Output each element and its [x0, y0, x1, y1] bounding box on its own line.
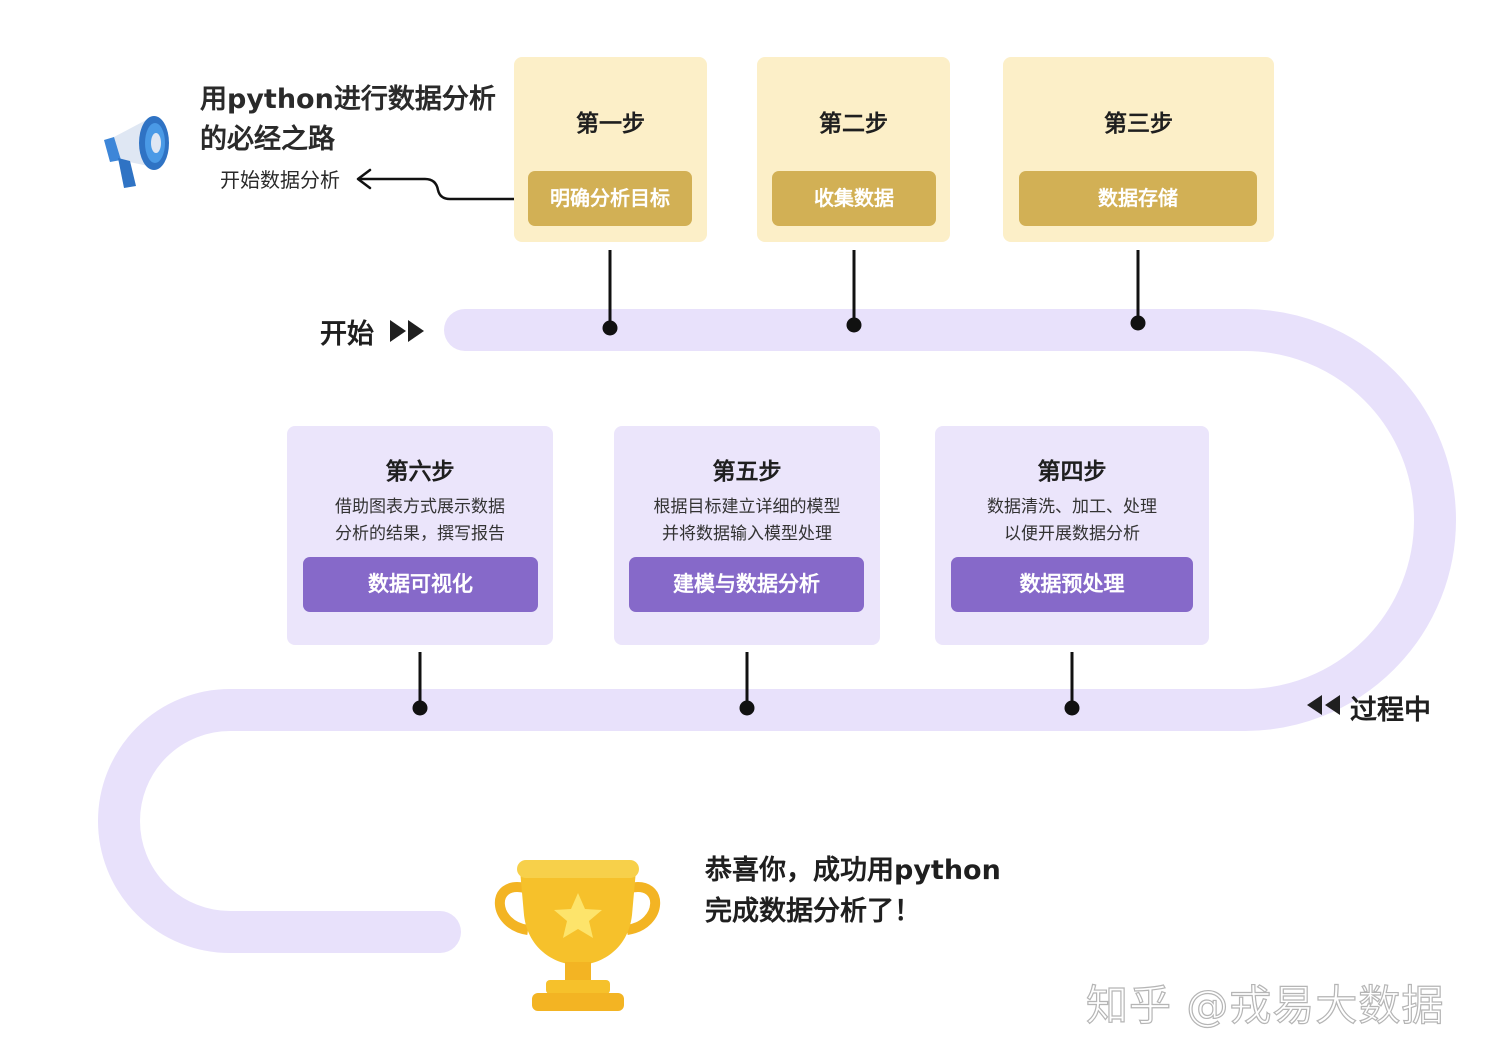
fast-forward-icon [390, 320, 424, 342]
connector-step-3 [1130, 250, 1146, 331]
step-title: 第二步 [819, 111, 888, 137]
step-card-3: 第三步 数据存储 [1003, 57, 1274, 242]
road-path [98, 309, 1456, 953]
start-label: 开始 [320, 319, 374, 350]
connector-step-5 [739, 652, 755, 716]
start-subtitle: 开始数据分析 [220, 168, 340, 192]
arrow-left-icon [360, 177, 523, 201]
step-description: 根据目标建立详细的模型 并将数据输入模型处理 [614, 494, 880, 548]
step-title: 第六步 [385, 459, 455, 485]
connector-step-1 [602, 250, 618, 336]
step-action-button[interactable]: 建模与数据分析 [629, 557, 864, 612]
step-action-button[interactable]: 数据可视化 [303, 557, 538, 612]
connector-step-6 [412, 652, 428, 716]
step-card-1: 第一步 明确分析目标 [514, 57, 707, 242]
step-description-line: 以便开展数据分析 [1004, 524, 1140, 544]
star-icon [554, 893, 602, 938]
step-title: 第三步 [1104, 111, 1173, 137]
connector-step-2 [846, 250, 862, 333]
page-title: 用python进行数据分析的必经之路 [200, 84, 496, 155]
step-description-line: 并将数据输入模型处理 [662, 524, 832, 544]
step-description: 借助图表方式展示数据 分析的结果，撰写报告 [287, 494, 553, 548]
step-description-line: 分析的结果，撰写报告 [335, 524, 505, 544]
step-description-line: 根据目标建立详细的模型 [653, 497, 841, 517]
step-action-button[interactable]: 收集数据 [772, 171, 936, 226]
megaphone-icon [104, 116, 169, 188]
step-title: 第五步 [712, 459, 782, 485]
step-card-6: 第六步 借助图表方式展示数据 分析的结果，撰写报告 数据可视化 [287, 426, 553, 645]
in-progress-label: 过程中 [1350, 695, 1431, 726]
trophy-icon [494, 860, 661, 1011]
watermark: 知乎 @戎易大数据 [1085, 980, 1445, 1030]
step-card-5: 第五步 根据目标建立详细的模型 并将数据输入模型处理 建模与数据分析 [614, 426, 880, 645]
step-description: 数据清洗、加工、处理 以便开展数据分析 [935, 494, 1209, 548]
congrats-line: 完成数据分析了！ [705, 896, 921, 927]
step-action-button[interactable]: 数据存储 [1019, 171, 1257, 226]
connector-step-4 [1064, 652, 1080, 716]
congrats-message: 恭喜你，成功用python 完成数据分析了！ [705, 850, 1025, 932]
step-card-4: 第四步 数据清洗、加工、处理 以便开展数据分析 数据预处理 [935, 426, 1209, 645]
step-title: 第四步 [1037, 459, 1107, 485]
step-title: 第一步 [576, 111, 645, 137]
step-action-button[interactable]: 明确分析目标 [528, 171, 692, 226]
step-action-button[interactable]: 数据预处理 [951, 557, 1193, 612]
congrats-line: 恭喜你，成功用python [705, 855, 1001, 886]
step-card-2: 第二步 收集数据 [757, 57, 950, 242]
step-description-line: 数据清洗、加工、处理 [987, 497, 1157, 517]
rewind-icon [1307, 695, 1340, 715]
step-description-line: 借助图表方式展示数据 [335, 497, 505, 517]
